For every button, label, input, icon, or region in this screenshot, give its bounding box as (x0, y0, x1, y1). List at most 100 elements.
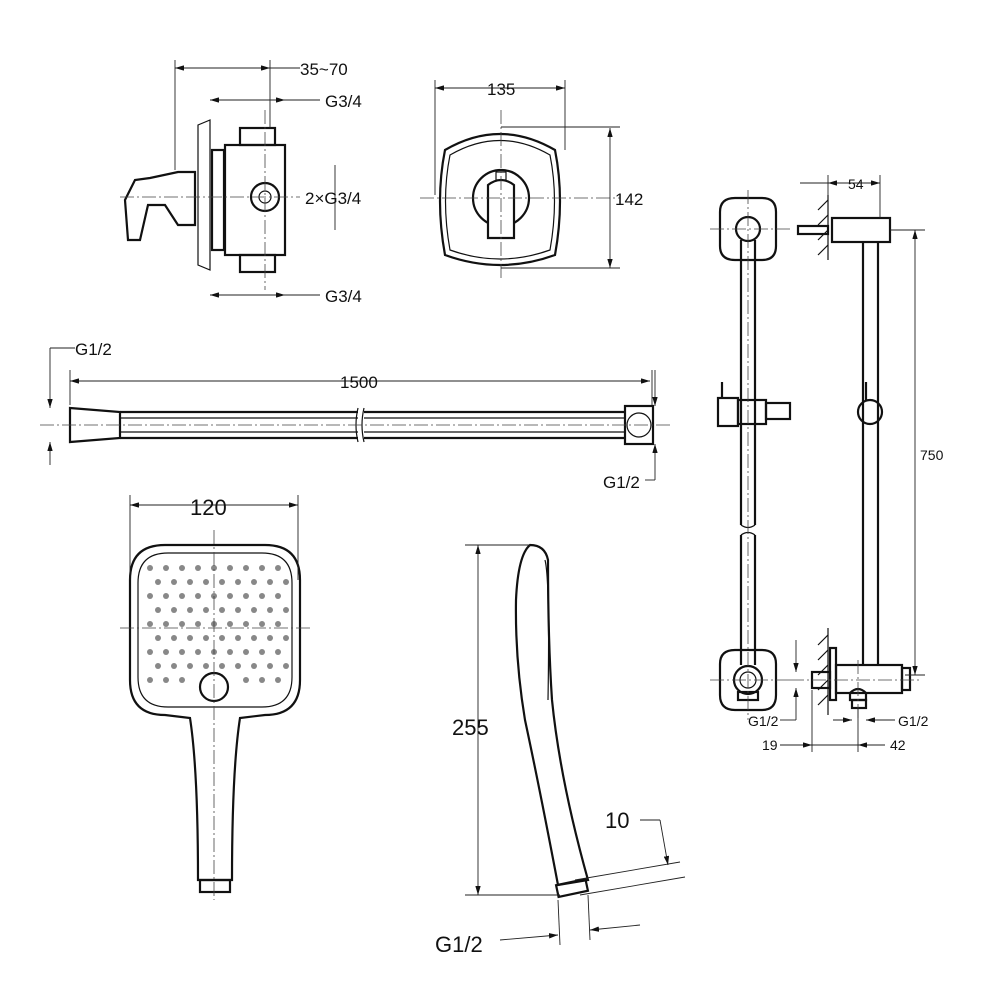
hose-inlet-label: G1/2 (75, 340, 112, 359)
spray-nozzle (155, 635, 161, 641)
spray-nozzle (163, 565, 169, 571)
spray-nozzle (267, 607, 273, 613)
spray-nozzle (219, 663, 225, 669)
spray-nozzle (171, 579, 177, 585)
spray-nozzle (283, 635, 289, 641)
spray-nozzle (251, 579, 257, 585)
spray-nozzle (275, 649, 281, 655)
spray-nozzle (203, 607, 209, 613)
spray-nozzle (203, 635, 209, 641)
spray-nozzle (179, 593, 185, 599)
spray-nozzle (227, 621, 233, 627)
hose-view (40, 347, 670, 481)
mixer-width-label: 135 (487, 80, 515, 99)
hand-shower-length-label: 255 (452, 715, 489, 740)
spray-nozzle (219, 607, 225, 613)
spray-nozzle (195, 621, 201, 627)
spray-nozzle (163, 621, 169, 627)
spray-nozzle (243, 621, 249, 627)
hand-shower-thickness-label: 10 (605, 808, 629, 833)
mixer-inlets-label: 2×G3/4 (305, 189, 361, 208)
hand-shower-front-view (120, 495, 310, 900)
spray-nozzle (187, 663, 193, 669)
spray-nozzle (259, 649, 265, 655)
spray-nozzle (235, 579, 241, 585)
spray-nozzle (179, 677, 185, 683)
spray-nozzle (275, 677, 281, 683)
spray-nozzle (171, 607, 177, 613)
slide-bar-front-view (710, 190, 792, 720)
spray-nozzle (163, 593, 169, 599)
spray-nozzle (195, 565, 201, 571)
spray-nozzle (155, 579, 161, 585)
spray-nozzle (147, 565, 153, 571)
spray-nozzle (275, 621, 281, 627)
spray-nozzle (179, 621, 185, 627)
spray-nozzle (243, 677, 249, 683)
spray-nozzle (283, 607, 289, 613)
spray-nozzle (267, 663, 273, 669)
slide-bar-outlet-label: G1/2 (898, 713, 929, 729)
spray-nozzle (283, 663, 289, 669)
spray-nozzle (243, 649, 249, 655)
spray-nozzle (155, 663, 161, 669)
slide-bar-outlet-offset-label: 42 (890, 737, 906, 753)
spray-nozzle (227, 593, 233, 599)
spray-nozzle (275, 593, 281, 599)
spray-nozzles (147, 565, 289, 683)
hand-shower-side-view (465, 543, 686, 946)
spray-nozzle (227, 649, 233, 655)
spray-nozzle (179, 649, 185, 655)
spray-nozzle (219, 579, 225, 585)
spray-nozzle (275, 565, 281, 571)
spray-nozzle (243, 593, 249, 599)
spray-nozzle (195, 649, 201, 655)
spray-nozzle (147, 593, 153, 599)
spray-nozzle (171, 635, 177, 641)
spray-nozzle (195, 593, 201, 599)
slide-bar-offset-label: 54 (848, 176, 864, 192)
spray-nozzle (267, 635, 273, 641)
slide-bar-side-view (780, 175, 925, 752)
mixer-side-view (120, 60, 336, 298)
spray-nozzle (171, 663, 177, 669)
spray-nozzle (259, 565, 265, 571)
hose-outlet-label: G1/2 (603, 473, 640, 492)
spray-nozzle (147, 677, 153, 683)
spray-nozzle (283, 579, 289, 585)
mixer-outlet-bottom-label: G3/4 (325, 287, 362, 306)
spray-nozzle (243, 565, 249, 571)
spray-nozzle (147, 621, 153, 627)
mixer-outlet-top-label: G3/4 (325, 92, 362, 111)
spray-nozzle (259, 677, 265, 683)
spray-nozzle (259, 621, 265, 627)
slide-bar-inlet-label: G1/2 (748, 713, 779, 729)
spray-nozzle (259, 593, 265, 599)
spray-nozzle (235, 663, 241, 669)
mixer-height-label: 142 (615, 190, 643, 209)
slide-bar-height-label: 750 (920, 447, 944, 463)
spray-nozzle (147, 649, 153, 655)
spray-nozzle (219, 635, 225, 641)
spray-nozzle (251, 663, 257, 669)
spray-nozzle (251, 635, 257, 641)
mixer-depth-label: 35~70 (300, 60, 348, 79)
spray-nozzle (163, 649, 169, 655)
slide-bar-wall-gap-label: 19 (762, 737, 778, 753)
spray-nozzle (203, 579, 209, 585)
spray-nozzle (227, 565, 233, 571)
spray-nozzle (203, 663, 209, 669)
spray-nozzle (211, 565, 217, 571)
spray-nozzle (155, 607, 161, 613)
hand-shower-width-label: 120 (190, 495, 227, 520)
spray-nozzle (179, 565, 185, 571)
mixer-front-view (420, 80, 620, 280)
spray-nozzle (163, 677, 169, 683)
spray-nozzle (187, 635, 193, 641)
spray-nozzle (235, 635, 241, 641)
spray-nozzle (187, 579, 193, 585)
spray-nozzle (267, 579, 273, 585)
hand-shower-connection-label: G1/2 (435, 932, 483, 957)
